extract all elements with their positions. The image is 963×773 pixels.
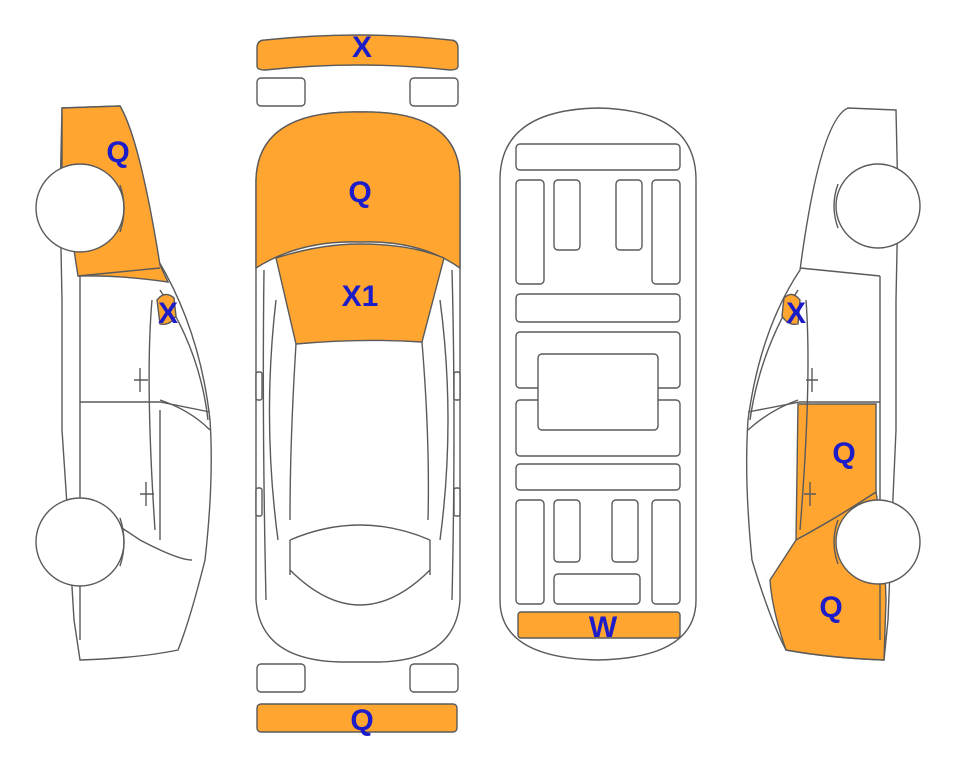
windshield-label: X1 [342,280,379,313]
left-rear-door-handle [140,482,154,506]
left-front-fender-label: Q [106,136,129,169]
left-taillight [256,663,306,693]
left-rear-wheel [35,497,125,587]
hood-damage [255,111,461,270]
right-rear-wheel [835,499,921,585]
underbody-rear-damage [517,611,681,639]
right-headlight [409,77,459,107]
left-front-wheel [35,163,125,253]
right-rear-door-handle [804,482,816,506]
front-bumper-damage [256,34,459,71]
hood-label: Q [348,176,371,209]
left-a-pillar-label: X [158,297,178,330]
underbody-view: W [499,107,697,661]
left-front-door-handle [134,368,148,392]
right-side-view: X Q Q [745,107,921,661]
windshield-damage [275,243,445,345]
right-front-wheel [835,163,921,249]
right-rear-door-label: Q [832,437,855,470]
front-bumper-label: X [352,31,372,64]
rear-bumper-label: Q [350,704,373,737]
underbody-rear-label: W [589,611,618,644]
right-a-pillar-label: X [786,297,806,330]
left-headlight [256,77,306,107]
top-view: X Q X1 Q [255,31,461,737]
right-taillight [409,663,459,693]
right-front-door-handle [806,368,818,392]
left-a-pillar-damage [156,293,177,326]
right-a-pillar-damage [781,293,801,326]
left-side-view: Q X [35,105,212,661]
right-rear-quarter-label: Q [819,591,842,624]
rear-bumper-damage [256,703,458,733]
